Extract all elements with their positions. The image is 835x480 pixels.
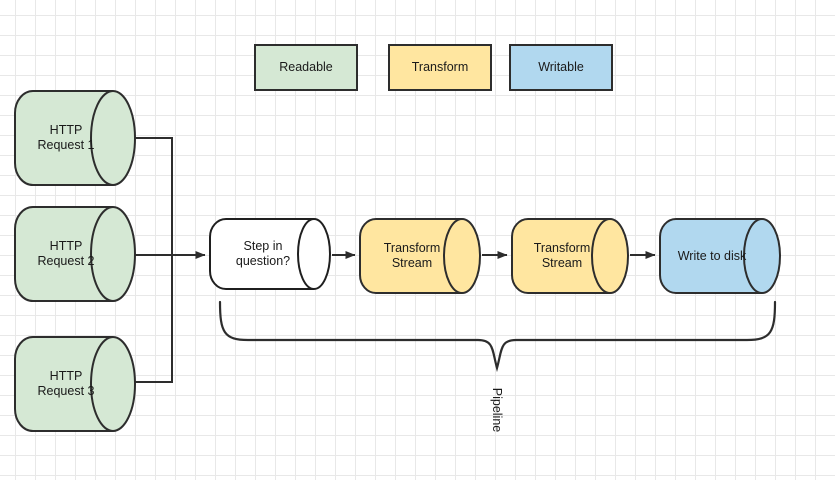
cylinder-body (659, 218, 781, 294)
cylinder-body (14, 206, 136, 302)
cylinder-end-cap (743, 218, 763, 294)
node-step-in-question[interactable] (209, 218, 331, 290)
node-transform-stream-1[interactable] (359, 218, 481, 294)
pipeline-brace (218, 300, 777, 373)
cylinder-body (511, 218, 629, 294)
connector-request1-to-bus (135, 137, 173, 255)
node-http-request-1[interactable] (14, 90, 136, 186)
cylinder-end-cap (297, 218, 315, 290)
node-http-request-2[interactable] (14, 206, 136, 302)
cylinder-end-cap (90, 206, 114, 302)
cylinder-body (14, 90, 136, 186)
cylinder-body (14, 336, 136, 432)
node-transform-stream-2[interactable] (511, 218, 629, 294)
legend-swatch-readable[interactable] (254, 44, 358, 91)
cylinder-end-cap (90, 336, 114, 432)
cylinder-body (359, 218, 481, 294)
node-write-to-disk[interactable] (659, 218, 781, 294)
cylinder-end-cap (591, 218, 611, 294)
cylinder-end-cap (443, 218, 463, 294)
connector-request3-to-bus (135, 255, 173, 383)
cylinder-body (209, 218, 331, 290)
cylinder-end-cap (90, 90, 114, 186)
legend-swatch-transform[interactable] (388, 44, 492, 91)
connector-group (135, 137, 206, 383)
node-http-request-3[interactable] (14, 336, 136, 432)
legend-swatch-writable[interactable] (509, 44, 613, 91)
